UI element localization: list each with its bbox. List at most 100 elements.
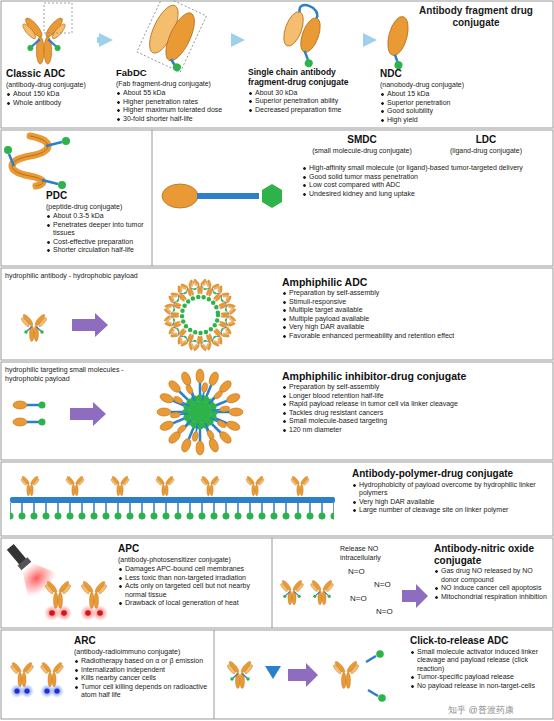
bullet-point: Preparation by self-assembly: [282, 289, 543, 298]
conjugate-entry: Classic ADC(antibody-drug conjugate)Abou…: [4, 2, 96, 107]
bullet-point: Internalization independent: [74, 666, 208, 675]
bullet-point: Drawback of local generation of heat: [118, 599, 266, 608]
entry-subtitle: (peptide-drug conjugate): [46, 203, 146, 212]
polymer-figure: [10, 475, 335, 523]
molecule-formula: N=O: [374, 580, 391, 589]
bullet-point: Tumor cell killing depends on radioactiv…: [74, 683, 208, 700]
amphiphilic-idc-figure: [13, 369, 243, 455]
bullet-point: Low cost compared with ADC: [302, 181, 546, 190]
bullet-point: About 150 kDa: [6, 90, 94, 99]
bullet-point: Mitochondrial respiration inhibition: [434, 593, 548, 602]
arc-figure: [10, 661, 64, 698]
bullet-point: Stimuli-responsive: [282, 298, 543, 307]
watermark: 知乎 @普渡药康: [448, 705, 550, 715]
bullet-point: Damages APC-bound cell membranes: [118, 565, 266, 574]
conjugate-entry: SMDC(small molecule-drug conjugate)LDC(l…: [300, 134, 548, 198]
entry-subtitle: (ligand-drug conjugate): [426, 147, 546, 156]
bullet-point: About 55 kDa: [116, 89, 228, 98]
bullet-point: Higher penetration rates: [116, 98, 228, 107]
bullet-point: Rapid payload release in tumor cell via …: [282, 400, 543, 409]
bullet-point: Good solid tumor mass penetration: [302, 173, 546, 182]
entry-subtitle: (Fab fragment-drug conjugate): [116, 80, 228, 89]
bullet-point: Very high DAR available: [352, 498, 543, 507]
bullet-point: Shorter circulation half-life: [46, 246, 146, 255]
entry-title: Click-to-release ADC: [410, 635, 548, 647]
entry-title: ARC: [74, 635, 208, 647]
entry-title: Antibody-polymer-drug conjugate: [352, 468, 543, 480]
entry-title: Antibody-nitric oxide conjugate: [434, 543, 548, 566]
conjugate-entry: Single chain antibody fragment-drug conj…: [246, 2, 362, 114]
bullet-point: Small molecule activator induced linker …: [410, 648, 548, 674]
bullet-point: Superior penetration ability: [248, 97, 360, 106]
bullet-point: Multiple payload available: [282, 315, 543, 324]
conjugate-entry: Click-to-release ADCSmall molecule activ…: [408, 635, 550, 690]
bullet-point: Preparation by self-assembly: [282, 383, 543, 392]
entry-title: Classic ADC: [6, 68, 94, 80]
conjugate-entry: Amphiphilic ADCPreparation by self-assem…: [280, 276, 545, 340]
bullet-point: Small molecule-based targeting: [282, 417, 543, 426]
bullet-point: Cost-effective preparation: [46, 238, 146, 247]
bullet-point: High-affinity small molecule (or ligand)…: [302, 164, 546, 173]
bullet-point: Decreased preparation time: [248, 106, 360, 115]
transition-arrow: [231, 37, 237, 43]
entry-subtitle: (small molecule-drug conjugate): [302, 147, 422, 156]
entry-subtitle: (nanobody-drug conjugate): [380, 81, 476, 90]
bullet-point: 120 nm diameter: [282, 426, 543, 435]
bullet-point: Favorable enhanced permeability and rete…: [282, 332, 543, 341]
conjugate-entry: APC(antibody-photosensitizer conjugate)D…: [116, 543, 268, 608]
fab-figure: [136, 0, 206, 73]
bullet-point: NO induce cancer cell apoptosis: [434, 584, 548, 593]
bullet-point: About 0.3-5 kDa: [46, 212, 146, 221]
entry-title: FabDC: [116, 68, 228, 79]
bullet-point: About 30 kDa: [248, 89, 360, 98]
bullet-point: Hydrophobicity of payload overcome by hy…: [352, 481, 543, 498]
conjugate-entry: ARC(antibody-radioimmuno conjugate)Radio…: [72, 635, 210, 700]
conjugate-entry: FabDC(Fab fragment-drug conjugate)About …: [114, 2, 230, 123]
molecule-formula: N=O: [376, 607, 393, 616]
entry-title: Amphiphilic inhibitor-drug conjugate: [282, 370, 543, 382]
schematic-note: hydrophilic antibody - hydrophobic paylo…: [5, 272, 170, 281]
scfv-figure: [275, 1, 331, 68]
nitric-oxide-figure: [280, 579, 428, 608]
apc-figure: [0, 533, 108, 621]
transition-arrow: [97, 37, 105, 43]
conjugate-entry: Antibody-polymer-drug conjugateHydrophob…: [350, 468, 545, 515]
entry-title: LDC: [426, 134, 546, 146]
amphiphilic-adc-figure: [20, 278, 236, 351]
conjugate-entry: Antibody-nitric oxide conjugateGas drug …: [432, 543, 550, 601]
small-molecule-figure: [162, 184, 282, 208]
conjugate-entry: Amphiphilic inhibitor-drug conjugatePrep…: [280, 370, 545, 434]
bullet-point: Tackles drug resistant cancers: [282, 409, 543, 418]
bullet-point: Superior penetration: [380, 99, 476, 108]
bullet-point: Undesired kidney and lung uptake: [302, 190, 546, 199]
bullet-point: Less toxic than non-targeted irradiation: [118, 574, 266, 583]
entry-title: PDC: [46, 190, 146, 202]
entry-subtitle: (antibody-drug conjugate): [6, 81, 94, 90]
entry-title: Single chain antibody fragment-drug conj…: [248, 68, 360, 88]
schematic-note: hydrophilic targeting small molecules - …: [5, 366, 155, 383]
bullet-point: Higher maximum tolerated dose: [116, 106, 228, 115]
bullet-point: Large number of cleavage site on linker …: [352, 506, 543, 515]
transition-arrow: [363, 37, 369, 43]
bullet-point: Multiple target available: [282, 306, 543, 315]
bullet-point: High yield: [380, 116, 476, 125]
entry-title: Amphiphilic ADC: [282, 276, 543, 288]
bullet-point: Good solubility: [380, 107, 476, 116]
entry-subtitle: (antibody-photosensitizer conjugate): [118, 556, 266, 565]
bullet-point: Very high DAR available: [282, 323, 543, 332]
entry-title: APC: [118, 543, 266, 555]
bullet-point: Radiotherapy based on α or β emission: [74, 657, 208, 666]
conjugate-entry: PDC(peptide-drug conjugate)About 0.3-5 k…: [44, 190, 148, 255]
nanobody-figure: [381, 14, 415, 70]
bullet-point: Whole antibody: [6, 99, 94, 108]
peptide-figure: [4, 136, 70, 189]
bullet-point: No payload release in non-target-cells: [410, 682, 548, 691]
release-note: Release NO intracellularly: [340, 545, 402, 562]
click-release-figure: [226, 650, 385, 702]
classic-adc-figure: [21, 3, 72, 64]
bullet-point: Penetrates deeper into tumor tissues: [46, 221, 146, 238]
entry-title: NDC: [380, 68, 476, 80]
bullet-point: Gas drug NO released by NO donor compoun…: [434, 567, 548, 584]
bullet-point: Acts only on targeted cell but not nearb…: [118, 582, 266, 599]
